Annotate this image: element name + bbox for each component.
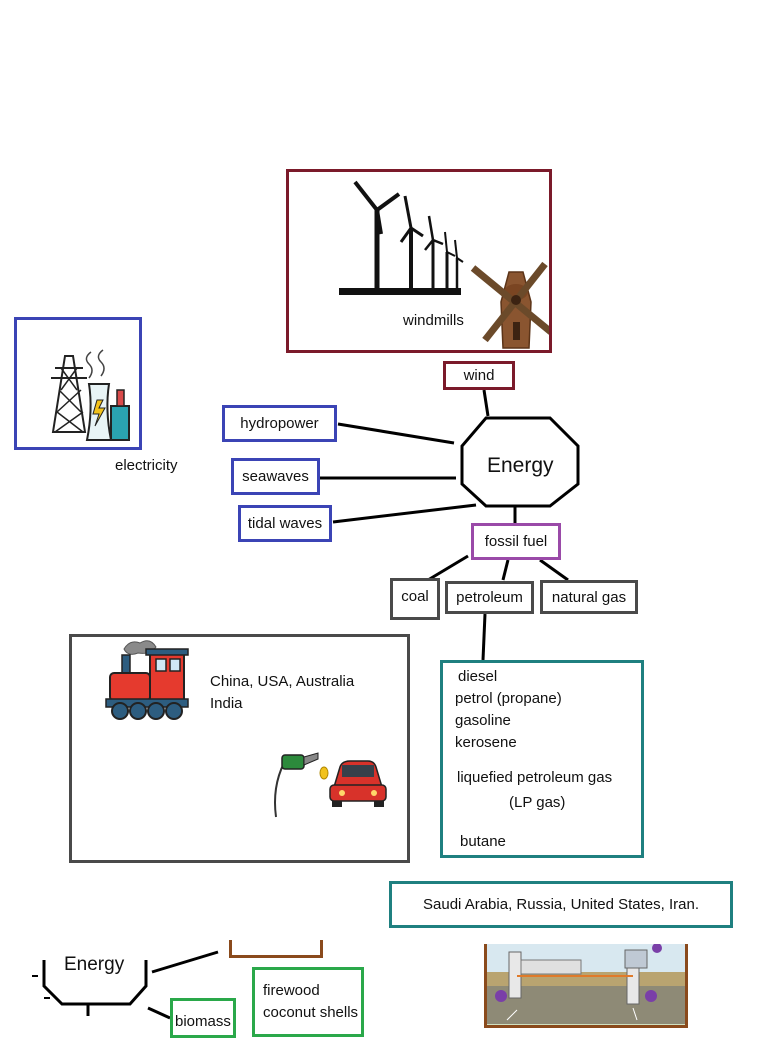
car-icon (329, 760, 387, 807)
coal-panel: China, USA, Australia India (69, 634, 410, 863)
product-diesel: diesel (458, 668, 498, 685)
electricity-panel (14, 317, 142, 450)
product-gasoline: gasoline (455, 712, 511, 729)
coal-countries-line-1: China, USA, Australia (210, 673, 355, 690)
petroleum-countries-box: Saudi Arabia, Russia, United States, Ira… (389, 881, 733, 928)
windmill-icon (470, 261, 549, 349)
hydropower-node: hydropower (222, 405, 337, 442)
product-lpg-abbrev: (LP gas) (509, 794, 566, 811)
windmills-caption: windmills (403, 312, 464, 329)
petroleum-node: petroleum (445, 581, 534, 614)
power-plant-icon (51, 349, 130, 441)
product-petrol: petrol (propane) (455, 690, 562, 707)
bottom-energy-label: Energy (64, 954, 125, 975)
fuel-pump-icon (274, 752, 329, 818)
biomass-node: biomass (170, 998, 236, 1038)
biomass-item-coconut-shells: coconut shells (263, 1004, 359, 1021)
wind-label: wind (463, 367, 495, 384)
energy-label: Energy (487, 454, 554, 477)
tidal-waves-label: tidal waves (247, 515, 323, 532)
biomass-items-box: firewood coconut shells (252, 967, 364, 1037)
wind-panel: windmills (286, 169, 552, 353)
oil-well-diagram-fragment (484, 944, 688, 1028)
bottom-brown-node-fragment (229, 940, 323, 958)
hydropower-label: hydropower (240, 415, 319, 432)
product-kerosene: kerosene (455, 734, 517, 751)
petroleum-products-list: diesel petrol (propane) gasoline kerosen… (455, 666, 562, 754)
product-butane: butane (460, 833, 506, 850)
oil-well-illustration (487, 944, 685, 1024)
biomass-label: biomass (175, 1013, 231, 1030)
fossil-fuel-node: fossil fuel (471, 523, 561, 560)
petroleum-products-panel: diesel petrol (propane) gasoline kerosen… (440, 660, 644, 858)
product-lpg: liquefied petroleum gas (457, 769, 613, 786)
petroleum-label: petroleum (456, 589, 523, 606)
petroleum-countries-text: Saudi Arabia, Russia, United States, Ira… (423, 896, 699, 913)
coal-node: coal (390, 578, 440, 620)
train-icon (105, 640, 189, 720)
seawaves-label: seawaves (242, 468, 309, 485)
natural-gas-label: natural gas (551, 588, 627, 606)
biomass-item-firewood: firewood (263, 982, 320, 999)
wind-node: wind (443, 361, 515, 390)
seawaves-node: seawaves (231, 458, 320, 495)
wind-turbines-icon (339, 180, 464, 295)
electricity-caption: electricity (115, 457, 178, 474)
natural-gas-node: natural gas (540, 580, 638, 614)
coal-countries: China, USA, Australia India (210, 671, 354, 715)
coal-label: coal (401, 588, 429, 605)
tidal-waves-node: tidal waves (238, 505, 332, 542)
fossil-fuel-label: fossil fuel (484, 533, 548, 550)
coal-countries-line-2: India (210, 695, 243, 712)
